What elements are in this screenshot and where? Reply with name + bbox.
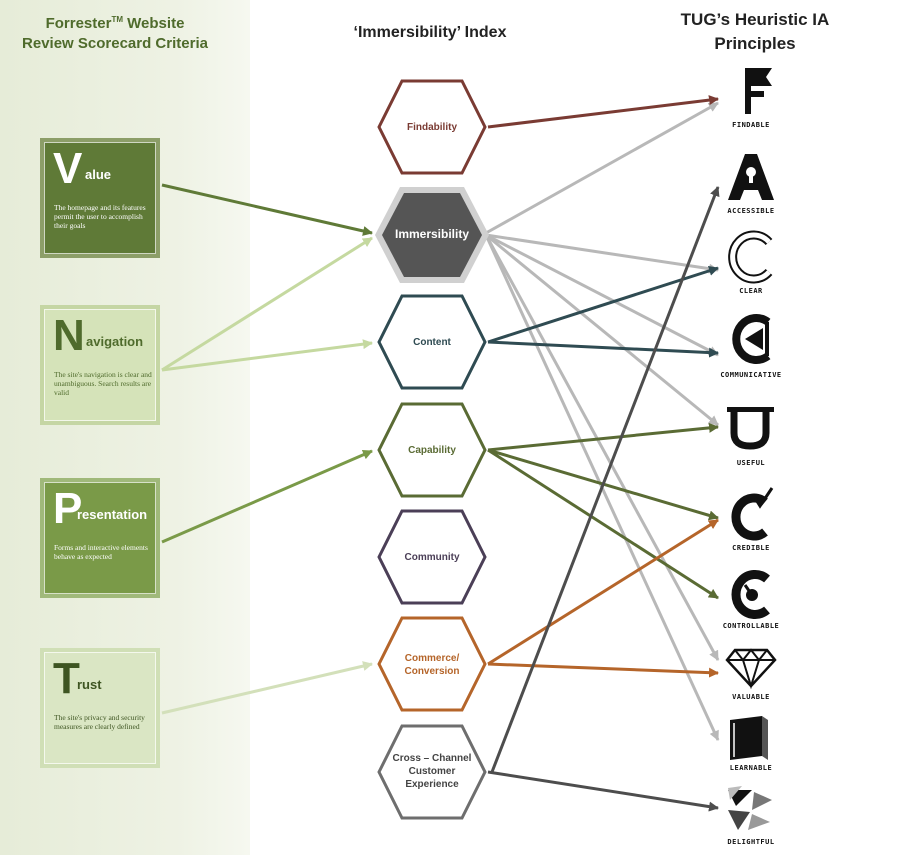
forrester-title-line2: Review Scorecard Criteria	[22, 35, 208, 52]
hex-commerce	[377, 616, 487, 712]
principle-label-credible: Credible	[732, 544, 770, 552]
index-label-line: Customer	[408, 766, 456, 777]
criteria-card-presentation: P resentation Forms and interactive elem…	[40, 478, 160, 598]
tug-title-line2: Principles	[714, 34, 796, 53]
arrow-immersibility-to-clear	[485, 233, 719, 274]
hex-findability	[377, 79, 487, 175]
hex-content	[377, 294, 487, 390]
criteria-letter: P	[53, 484, 82, 533]
arrow-trust-to-commerce	[161, 661, 373, 715]
tug-column-title: TUG’s Heuristic IA Principles	[650, 8, 860, 56]
arrow-immersibility-to-valuable	[484, 234, 720, 661]
principle-label-clear: Clear	[739, 287, 763, 295]
index-label-commerce: Commerce/ Conversion	[387, 652, 477, 678]
principle-label-delightful: Delightful	[727, 838, 775, 846]
forrester-title-rest: Website	[123, 15, 185, 32]
arrow-immersibility-to-useful	[485, 233, 719, 427]
dial-C-icon	[731, 570, 770, 619]
arrow-navigation-to-content	[161, 339, 373, 372]
arrow-commerce-to-credible	[487, 518, 719, 666]
arrow-content-to-clear	[487, 265, 719, 344]
hex-immersibility	[375, 187, 489, 283]
criteria-description: The site's privacy and security measures…	[54, 713, 145, 731]
forrester-brand: Forrester	[45, 15, 112, 32]
criteria-letter: T	[53, 654, 80, 703]
principle-label-controllable: Controllable	[722, 622, 780, 630]
criteria-card-navigation: N avigation The site's navigation is cle…	[40, 305, 160, 425]
arrow-commerce-to-valuable	[487, 662, 719, 678]
index-column-title: ‘Immersibility’ Index	[353, 24, 507, 41]
arrow-findability-to-findable	[487, 95, 719, 129]
arrow-capability-to-controllable	[487, 448, 719, 600]
criteria-card-value: V alue The homepage and its features per…	[40, 138, 160, 258]
burst-icon	[728, 786, 772, 830]
arrow-immersibility-to-findable	[485, 101, 719, 235]
criteria-card-trust: T rust The site's privacy and security m…	[40, 648, 160, 768]
criteria-word-rest: alue	[85, 167, 112, 182]
index-label-line: Cross – Channel	[392, 753, 472, 764]
index-label-content: Content	[413, 337, 451, 348]
index-label-findability: Findability	[407, 122, 457, 133]
arrow-capability-to-useful	[487, 422, 719, 452]
flag-F-icon	[745, 68, 772, 114]
criteria-description: Forms and interactive elements behave as…	[54, 543, 148, 561]
principle-label-learnable: Learnable	[729, 764, 773, 772]
principle-label-findable: Findable	[732, 121, 770, 129]
hex-community	[377, 509, 487, 605]
outline-C-icon	[728, 230, 773, 284]
book-icon	[730, 716, 768, 760]
arrow-crosschannel-to-delightful	[487, 770, 719, 812]
index-label-immersibility: Immersibility	[394, 227, 470, 241]
check-C-icon	[731, 487, 774, 541]
index-label-line: Commerce/	[404, 653, 460, 664]
criteria-letter: V	[53, 144, 82, 193]
arrow-navigation-to-immersibility	[161, 236, 373, 372]
hex-capability	[377, 402, 487, 498]
U-icon	[727, 407, 774, 450]
criteria-letter: N	[53, 311, 85, 360]
index-label-community: Community	[404, 552, 460, 563]
diamond-icon	[725, 648, 777, 690]
criteria-word-rest: resentation	[77, 507, 148, 522]
index-label-line: Experience	[405, 779, 459, 790]
criteria-word-rest: rust	[77, 677, 102, 692]
arrow-crosschannel-to-accessible	[490, 186, 720, 773]
arrow-value-to-immersibility	[161, 183, 373, 236]
principle-label-accessible: Accessible	[727, 207, 775, 215]
tug-title-line1: TUG’s Heuristic IA	[680, 10, 830, 29]
index-label-line: Conversion	[404, 666, 460, 677]
keyhole-A-icon	[728, 154, 774, 200]
criteria-description: The site's navigation is clear and unamb…	[54, 370, 152, 397]
principle-label-useful: Useful	[736, 459, 766, 467]
trademark-mark: TM	[111, 15, 123, 24]
index-label-capability: Capability	[408, 445, 456, 456]
principle-label-communicative: Communicative	[720, 371, 782, 379]
arrow-immersibility-to-communicative	[485, 233, 719, 357]
principle-label-valuable: Valuable	[732, 693, 770, 701]
criteria-description: The homepage and its features permit the…	[54, 203, 146, 230]
criteria-word-rest: avigation	[86, 334, 144, 349]
forrester-column-title: ForresterTM Website Review Scorecard Cri…	[10, 10, 220, 54]
arrow-content-to-communicative	[487, 340, 719, 358]
index-label-cross-channel: Cross – Channel Customer Experience	[387, 752, 477, 791]
megaphone-C-icon	[732, 314, 771, 364]
hex-cross-channel	[377, 724, 487, 820]
arrow-presentation-to-capability	[161, 449, 373, 544]
